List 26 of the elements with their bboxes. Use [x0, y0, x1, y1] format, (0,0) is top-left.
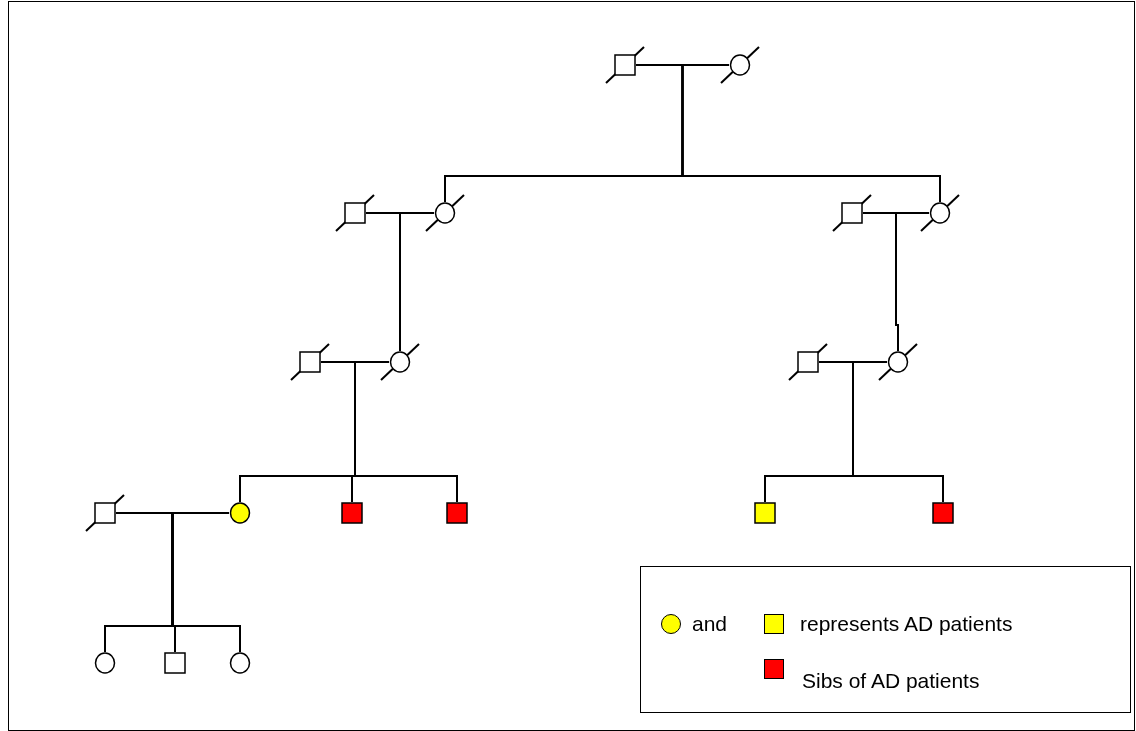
female-circle — [887, 351, 909, 373]
legend-text: and — [692, 612, 728, 636]
legend-text: Sibs of AD patients — [802, 669, 980, 693]
pedigree-line — [399, 212, 435, 352]
female-circle — [229, 502, 251, 524]
male-square — [446, 502, 468, 524]
legend-text: represents AD patients — [800, 612, 1013, 636]
male-square — [341, 502, 363, 524]
male-square — [614, 54, 636, 76]
female-circle — [229, 652, 251, 674]
female-circle — [434, 202, 456, 224]
male-square — [94, 502, 116, 524]
male-square — [932, 502, 954, 524]
male-square — [797, 351, 819, 373]
female-circle — [389, 351, 411, 373]
female-circle — [729, 54, 751, 76]
female-circle — [929, 202, 951, 224]
pedigree-line — [354, 361, 458, 503]
pedigree-line — [895, 212, 930, 352]
male-square — [841, 202, 863, 224]
pedigree-line — [852, 361, 944, 503]
male-square — [299, 351, 321, 373]
female-circle — [94, 652, 116, 674]
male-square — [754, 502, 776, 524]
male-square — [344, 202, 366, 224]
male-square — [164, 652, 186, 674]
